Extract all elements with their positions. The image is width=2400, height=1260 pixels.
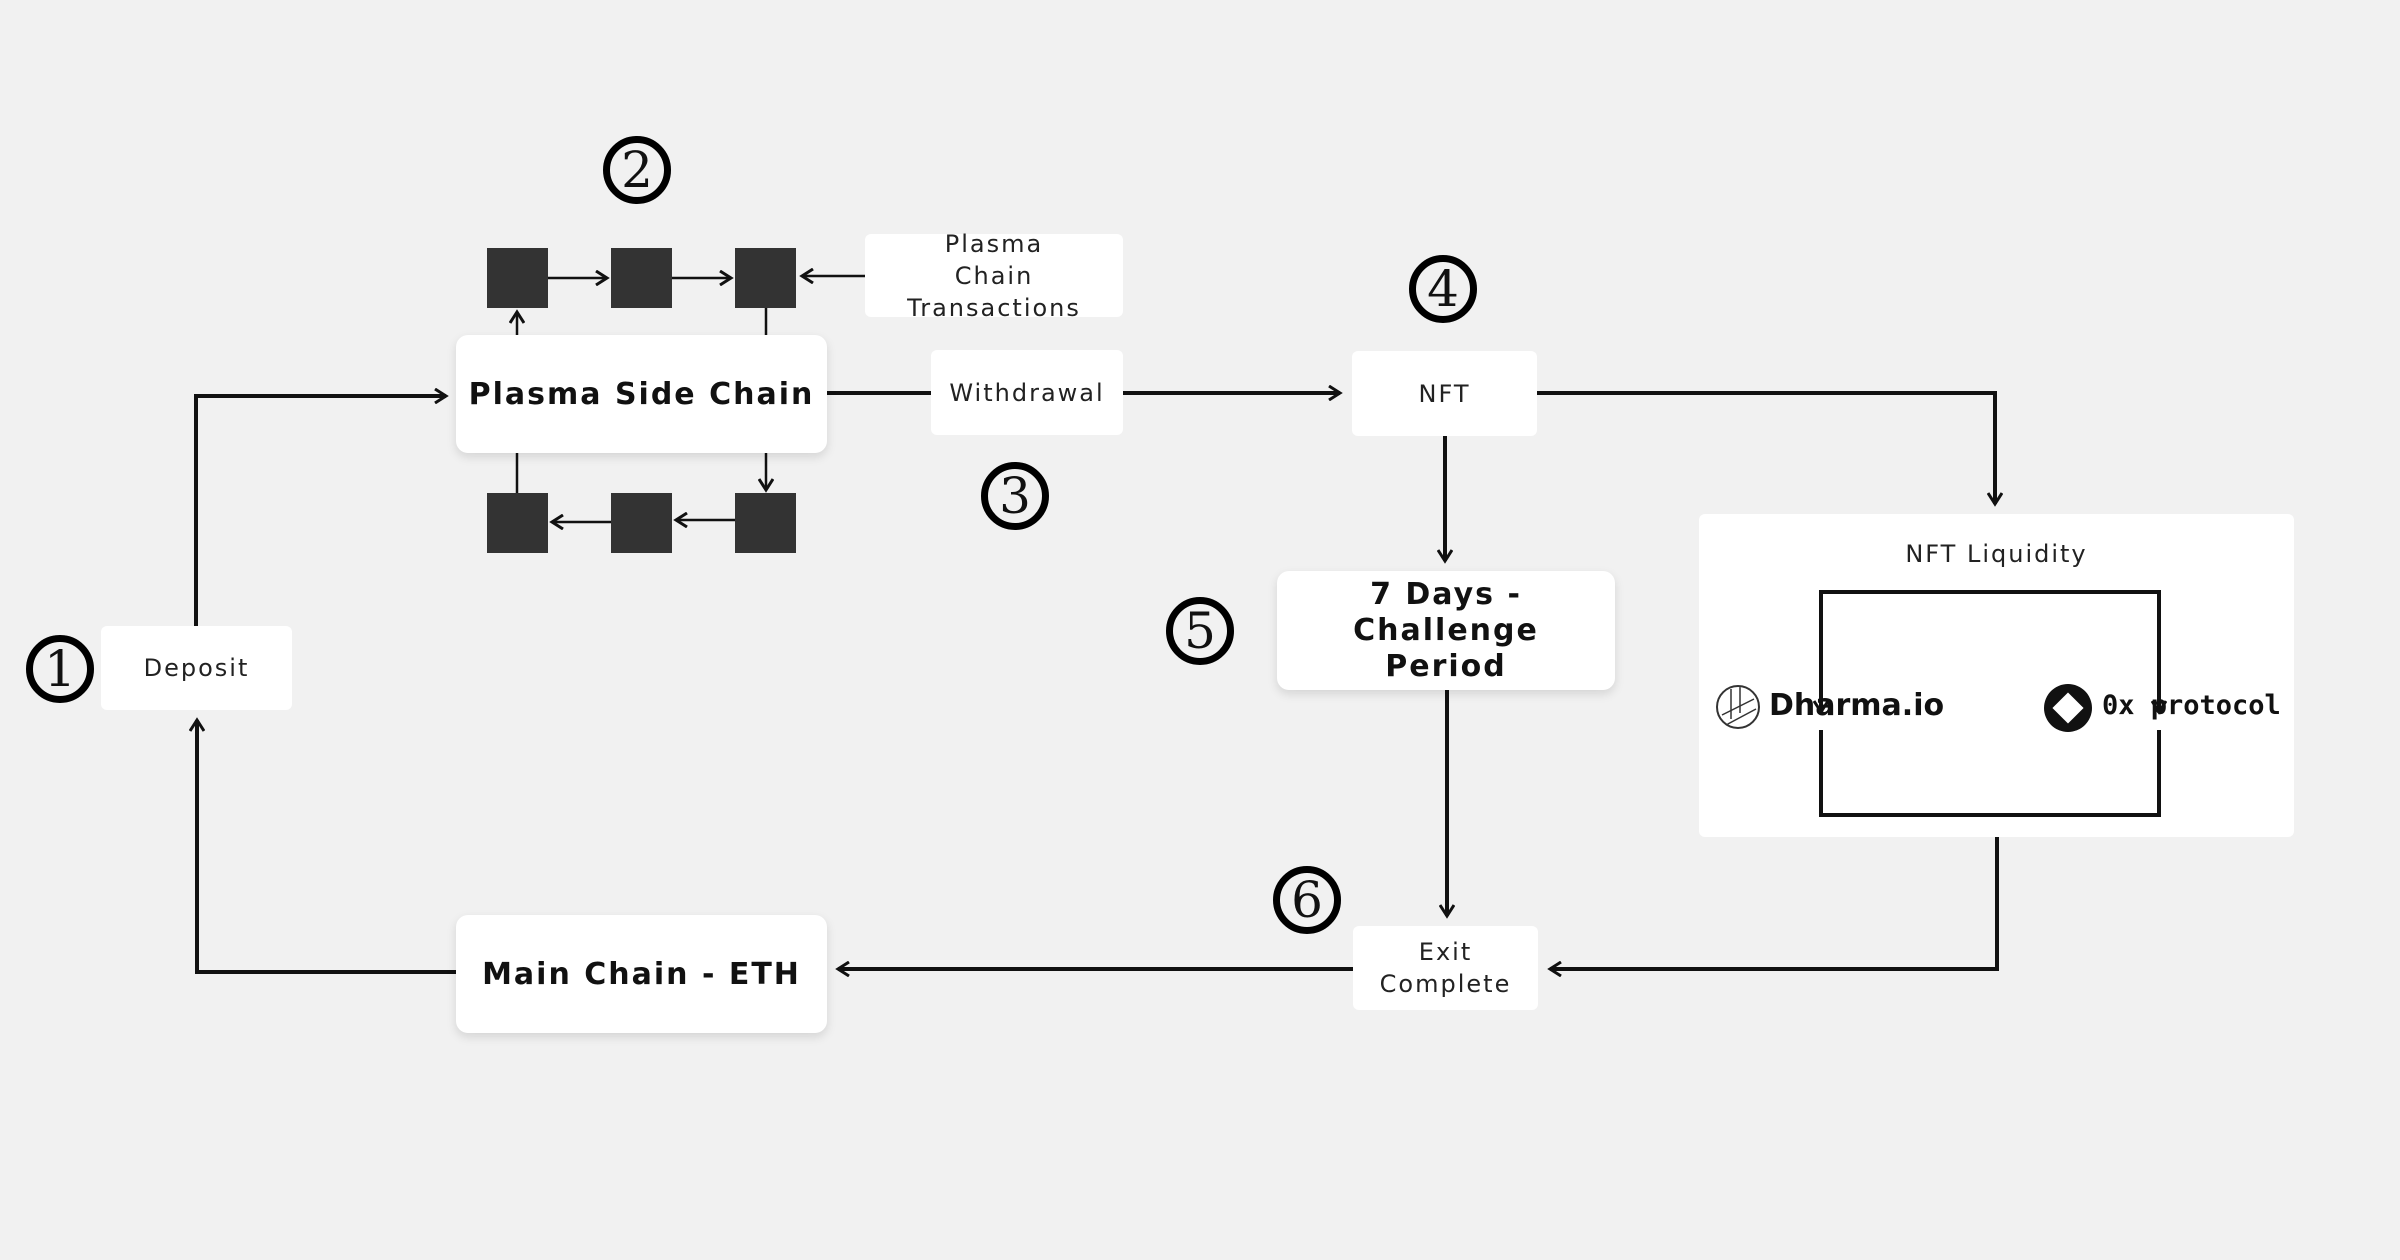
arrow-deposit-to-plasma: [194, 396, 446, 626]
nft-liquidity-title: NFT Liquidity: [1905, 540, 2088, 568]
arrow-liquidity-to-exit: [1550, 837, 1999, 969]
zerox-logo-icon: [2044, 684, 2092, 732]
arrow-nft-to-liquidity: [1537, 391, 1995, 504]
step-3-badge: 3: [981, 462, 1049, 530]
challenge-period-node: 7 Days - Challenge Period: [1277, 571, 1615, 690]
withdrawal-node: Withdrawal: [931, 350, 1123, 435]
dharma-logo-icon: [1716, 685, 1760, 729]
arrow-mainchain-to-deposit: [197, 720, 456, 974]
nft-node: NFT: [1352, 351, 1537, 436]
zerox-label: 0x protocol: [2102, 690, 2281, 721]
main-chain-node: Main Chain - ETH: [456, 915, 827, 1033]
liquidity-loop-lines: [1699, 590, 2294, 817]
nft-liquidity-panel: NFT Liquidity Dharma.io 0x protocol: [1699, 514, 2294, 837]
deposit-node: Deposit: [101, 626, 292, 710]
chain-block: [735, 248, 796, 308]
chain-block: [487, 493, 548, 553]
step-6-badge: 6: [1273, 866, 1341, 934]
step-2-badge: 2: [603, 136, 671, 204]
exit-complete-node: Exit Complete: [1353, 926, 1538, 1010]
chain-block: [735, 493, 796, 553]
dharma-label: Dharma.io: [1769, 688, 1945, 723]
plasma-chain-transactions-node: Plasma Chain Transactions: [865, 230, 1123, 322]
plasma-side-chain-node: Plasma Side Chain: [456, 335, 827, 453]
step-4-badge: 4: [1409, 255, 1477, 323]
chain-block: [487, 248, 548, 308]
step-1-badge: 1: [26, 635, 94, 703]
chain-block: [611, 248, 672, 308]
chain-block: [611, 493, 672, 553]
step-5-badge: 5: [1166, 597, 1234, 665]
